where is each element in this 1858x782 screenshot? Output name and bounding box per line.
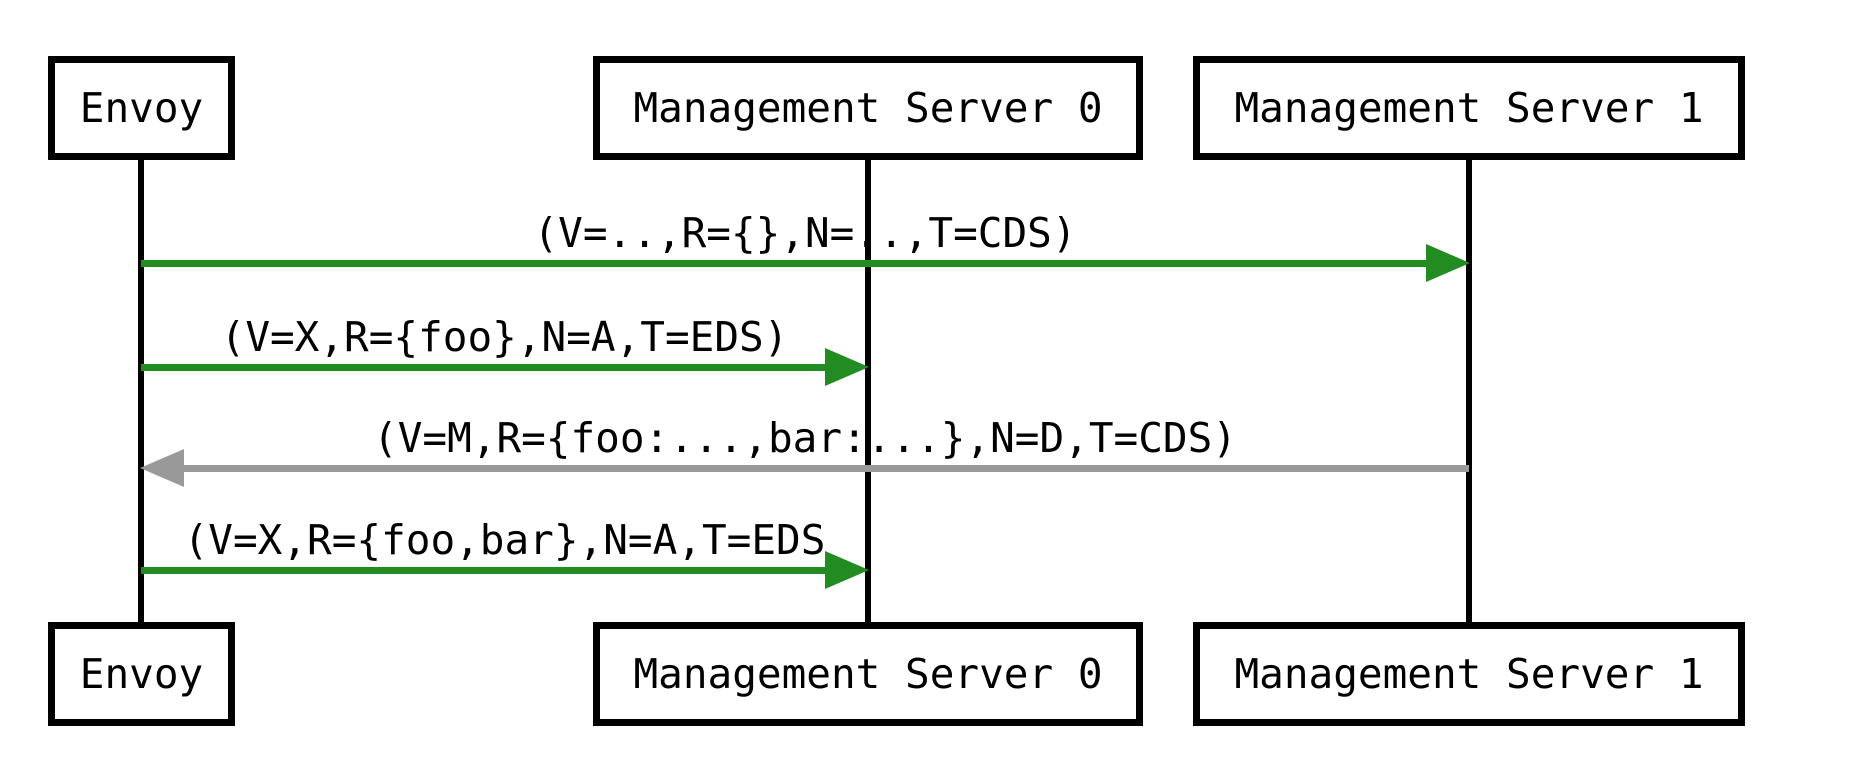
message-label-2: (V=X,R={foo},N=A,T=EDS)	[220, 312, 789, 361]
participant-label-envoy: Envoy	[79, 84, 204, 132]
participant-box-ms1-top: Management Server 1	[1193, 56, 1745, 160]
message-label-3: (V=M,R={foo:...,bar:...},N=D,T=CDS)	[373, 413, 1237, 462]
participant-box-ms1-bottom: Management Server 1	[1193, 622, 1745, 726]
message-line-2	[141, 364, 830, 371]
lifeline-envoy	[138, 160, 144, 622]
arrowhead-right-icon	[825, 551, 869, 589]
lifeline-ms1	[1466, 160, 1472, 622]
participant-label-envoy: Envoy	[79, 650, 204, 698]
message-line-1	[141, 260, 1431, 267]
lifeline-ms0	[865, 160, 871, 622]
message-line-3	[179, 465, 1469, 472]
participant-label-ms0: Management Server 0	[633, 84, 1103, 132]
participant-label-ms1: Management Server 1	[1234, 84, 1704, 132]
message-line-4	[141, 567, 830, 574]
participant-box-ms0-top: Management Server 0	[593, 56, 1143, 160]
participant-box-envoy-bottom: Envoy	[48, 622, 235, 726]
participant-label-ms1: Management Server 1	[1234, 650, 1704, 698]
message-label-1: (V=..,R={},N=..,T=CDS)	[533, 208, 1077, 257]
participant-box-ms0-bottom: Management Server 0	[593, 622, 1143, 726]
participant-label-ms0: Management Server 0	[633, 650, 1103, 698]
message-label-4: (V=X,R={foo,bar},N=A,T=EDS	[183, 515, 826, 564]
arrowhead-right-icon	[825, 348, 869, 386]
participant-box-envoy-top: Envoy	[48, 56, 235, 160]
arrowhead-left-icon	[140, 449, 184, 487]
arrowhead-right-icon	[1426, 244, 1470, 282]
